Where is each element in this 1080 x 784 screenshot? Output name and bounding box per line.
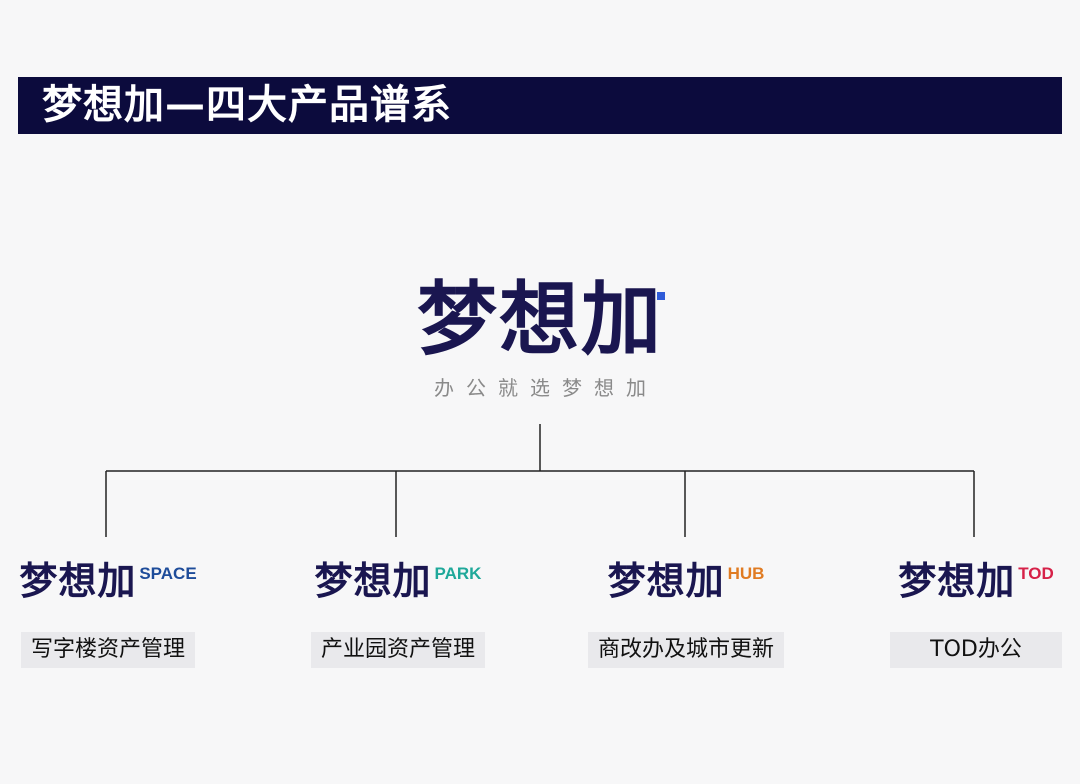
product-desc-park: 产业园资产管理	[310, 632, 485, 668]
product-logo-park: 梦想加 PARK	[315, 556, 482, 606]
header-bar: 梦想加—四大产品谱系	[18, 77, 1062, 134]
product-tod: 梦想加 TOD TOD办公	[846, 556, 1080, 668]
product-brand-name: 梦想加	[19, 559, 137, 603]
product-logo-space: 梦想加 SPACE	[19, 556, 196, 606]
product-suffix-tod: TOD	[1018, 564, 1054, 583]
product-logo-hub: 梦想加 HUB	[608, 556, 765, 606]
main-brand-name: 梦想加	[417, 273, 665, 366]
product-desc-space: 写字楼资产管理	[20, 632, 195, 668]
brand-tagline: 办公就选梦想加	[434, 376, 658, 400]
page-title: 梦想加—四大产品谱系	[42, 82, 452, 128]
product-space: 梦想加 SPACE 写字楼资产管理	[0, 556, 238, 668]
product-park: 梦想加 PARK 产业园资产管理	[268, 556, 528, 668]
main-brand-logo: 梦想加	[0, 270, 1080, 370]
product-hub: 梦想加 HUB 商改办及城市更新	[556, 556, 816, 668]
product-logo-tod: 梦想加 TOD	[898, 556, 1054, 606]
product-brand-name: 梦想加	[314, 559, 432, 603]
product-suffix-space: SPACE	[139, 564, 197, 583]
product-brand-name: 梦想加	[607, 559, 725, 603]
product-desc-tod: TOD办公	[890, 632, 1062, 668]
product-suffix-park: PARK	[434, 564, 482, 583]
brand-accent-square	[657, 292, 665, 300]
product-desc-hub: 商改办及城市更新	[587, 632, 784, 668]
product-brand-name: 梦想加	[898, 559, 1016, 603]
product-suffix-hub: HUB	[727, 564, 765, 583]
